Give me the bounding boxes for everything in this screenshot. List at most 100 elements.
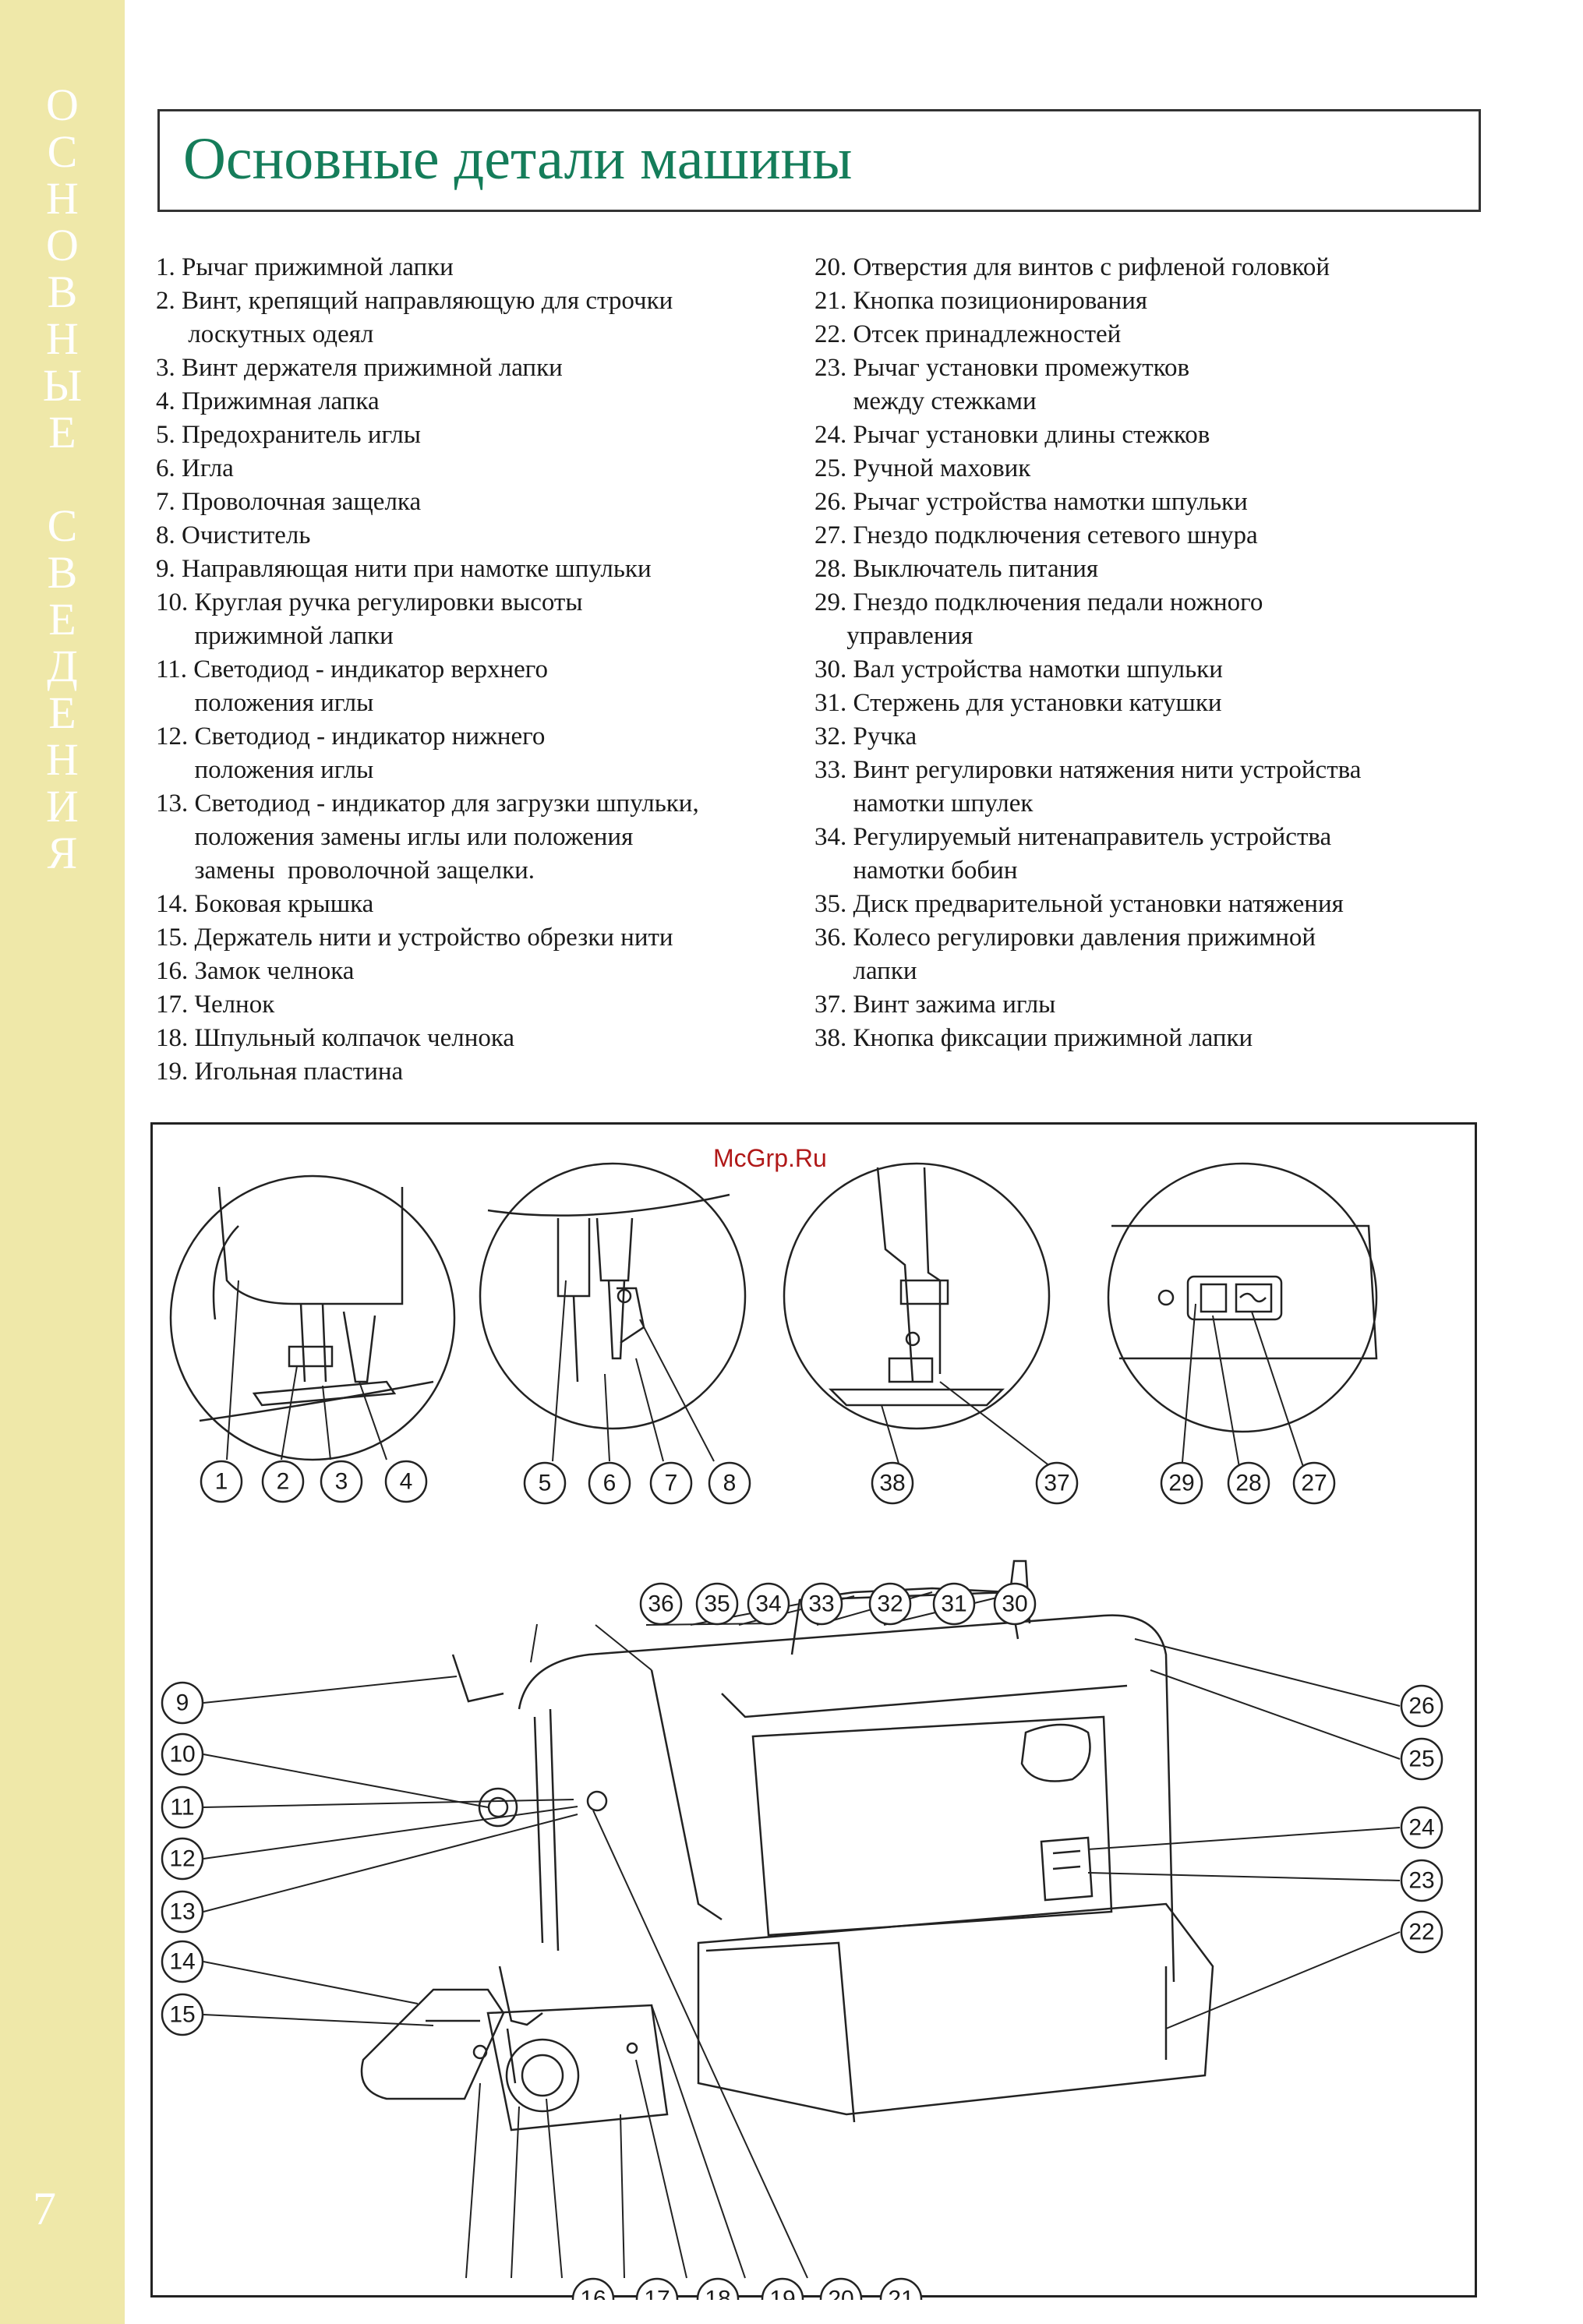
callout-29: 29	[1168, 1471, 1194, 1496]
part-list-item: положения иглы	[156, 689, 374, 717]
sidebar-letter: Д	[47, 641, 78, 691]
detail-circle-presser-foot	[169, 1174, 456, 1461]
part-list-item: 16. Замок челнока	[156, 957, 355, 985]
part-list-item: 24. Рычаг установки длины стежков	[814, 421, 1210, 449]
sidebar-letter: С	[47, 500, 78, 551]
part-list-item: 18. Шпульный колпачок челнока	[156, 1024, 515, 1052]
sidebar-letter: Н	[46, 313, 79, 364]
sidebar-letter: Е	[48, 407, 76, 457]
sidebar-letter: О	[46, 220, 79, 270]
part-list-item: 9. Направляющая нити при намотке шпульки	[156, 555, 652, 583]
sidebar-letter: Я	[47, 828, 78, 878]
callout-6: 6	[603, 1471, 617, 1496]
callout-34: 34	[755, 1591, 781, 1617]
callout-17: 17	[644, 2287, 670, 2301]
callout-35: 35	[704, 1591, 730, 1617]
callout-28: 28	[1235, 1471, 1261, 1496]
callout-10: 10	[169, 1742, 195, 1768]
part-list-item: 5. Предохранитель иглы	[156, 421, 421, 449]
sidebar-letter: С	[47, 126, 78, 177]
part-list-item: 3. Винт держателя прижимной лапки	[156, 354, 563, 382]
callout-20: 20	[828, 2287, 853, 2301]
callout-9: 9	[176, 1690, 189, 1716]
callout-22: 22	[1408, 1920, 1434, 1945]
part-list-item: 32. Ручка	[814, 722, 917, 751]
sidebar-letter: О	[46, 79, 79, 130]
callout-4: 4	[400, 1469, 413, 1495]
callout-11: 11	[170, 1795, 194, 1821]
part-list-item: 29. Гнездо подключения педали ножного	[814, 588, 1263, 616]
part-list-item: 38. Кнопка фиксации прижимной лапки	[814, 1024, 1253, 1052]
machine-body	[360, 1559, 1214, 2132]
page-number: 7	[33, 2183, 56, 2234]
detail-circle-power-panel	[1107, 1162, 1378, 1433]
callout-5: 5	[539, 1471, 552, 1496]
part-list-item: 7. Проволочная защелка	[156, 488, 422, 516]
part-list-item: 34. Регулируемый нитенаправитель устройс…	[814, 823, 1332, 851]
detail-circle-needle	[479, 1162, 747, 1430]
callout-37: 37	[1044, 1471, 1069, 1496]
part-list-item: между стежками	[814, 387, 1037, 415]
part-list-item: 21. Кнопка позиционирования	[814, 287, 1148, 315]
watermark-text: McGrp.Ru	[713, 1144, 827, 1172]
part-list-item: прижимной лапки	[156, 622, 394, 650]
callout-14: 14	[169, 1949, 195, 1975]
callout-8: 8	[723, 1471, 737, 1496]
callout-12: 12	[169, 1846, 195, 1872]
part-list-item: 30. Вал устройства намотки шпульки	[814, 655, 1223, 683]
callout-36: 36	[648, 1591, 673, 1617]
sidebar-letter: Е	[48, 594, 76, 645]
sidebar-letter: Ы	[42, 360, 83, 411]
callout-circles	[161, 1460, 1443, 2300]
part-list-item: 28. Выключатель питания	[814, 555, 1099, 583]
sidebar-letter: Н	[46, 173, 79, 224]
callout-33: 33	[808, 1591, 834, 1617]
callout-7: 7	[665, 1471, 678, 1496]
part-list-item: 4. Прижимная лапка	[156, 387, 380, 415]
callout-30: 30	[1002, 1591, 1027, 1617]
part-list-item: 33. Винт регулировки натяжения нити устр…	[814, 756, 1362, 784]
callout-16: 16	[580, 2287, 606, 2301]
sidebar-letter: Н	[46, 734, 79, 785]
part-list-item: 14. Боковая крышка	[156, 890, 374, 918]
part-list-item: 8. Очиститель	[156, 521, 311, 549]
sidebar-letter: В	[47, 267, 78, 317]
callout-2: 2	[277, 1469, 290, 1495]
machine-diagram-svg: 1 2 3 4 5 6 7 8 38 37 29 28 27 36 35 34 …	[161, 1162, 1443, 2301]
part-list-item: 10. Круглая ручка регулировки высоты	[156, 588, 583, 616]
part-list-item: 20. Отверстия для винтов с рифленой голо…	[814, 253, 1330, 281]
callout-leader-lines	[203, 1280, 1401, 2279]
part-list-item: 36. Колесо регулировки давления прижимно…	[814, 924, 1316, 952]
callout-15: 15	[169, 2002, 195, 2028]
section-title-box: Основные детали машины	[157, 109, 1481, 212]
parts-list-right: 20. Отверстия для винтов с рифленой голо…	[814, 251, 1500, 1055]
callout-32: 32	[877, 1591, 903, 1617]
part-list-item: 27. Гнездо подключения сетевого шнура	[814, 521, 1258, 549]
sidebar-letter: В	[47, 547, 78, 598]
part-list-item: 15. Держатель нити и устройство обрезки …	[156, 924, 673, 952]
callout-25: 25	[1408, 1747, 1434, 1772]
part-list-item: 23. Рычаг установки промежутков	[814, 354, 1190, 382]
part-list-item: намотки шпулек	[814, 789, 1034, 818]
part-list-item: 25. Ручной маховик	[814, 454, 1031, 482]
part-list-item: 19. Игольная пластина	[156, 1058, 404, 1086]
part-list-item: 11. Светодиод - индикатор верхнего	[156, 655, 549, 683]
part-list-item: положения иглы	[156, 756, 374, 784]
machine-diagram: 1 2 3 4 5 6 7 8 38 37 29 28 27 36 35 34 …	[150, 1122, 1477, 2301]
part-list-item: положения замены иглы или положения	[156, 823, 634, 851]
callout-24: 24	[1408, 1815, 1434, 1841]
part-list-item: намотки бобин	[814, 856, 1018, 885]
callout-13: 13	[169, 1899, 195, 1925]
part-list-item: 6. Игла	[156, 454, 234, 482]
part-list-item: 1. Рычаг прижимной лапки	[156, 253, 454, 281]
part-list-item: управления	[814, 622, 973, 650]
part-list-item: 35. Диск предварительной установки натяж…	[814, 890, 1344, 918]
callout-31: 31	[941, 1591, 966, 1617]
callout-38: 38	[879, 1471, 905, 1496]
section-title: Основные детали машины	[183, 126, 853, 192]
part-list-item: 12. Светодиод - индикатор нижнего	[156, 722, 546, 751]
part-list-item: замены проволочной защелки.	[156, 856, 535, 885]
part-list-item: лапки	[814, 957, 917, 985]
